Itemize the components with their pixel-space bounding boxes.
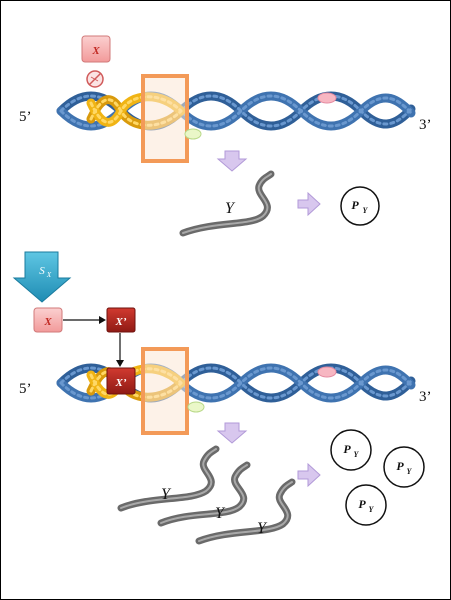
three-prime-label: 3’ bbox=[419, 117, 432, 133]
mrna-label-2: Y bbox=[215, 505, 226, 522]
svg-text:S: S bbox=[39, 265, 45, 277]
operator-box-2 bbox=[141, 347, 189, 435]
svg-text:X: X bbox=[46, 271, 52, 279]
right-arrow-icon-2 bbox=[297, 462, 321, 488]
marker-site bbox=[317, 92, 337, 104]
down-arrow-icon-2 bbox=[216, 422, 248, 444]
top-panel: X 5’ 3’ Y bbox=[19, 35, 432, 237]
promoter-site bbox=[184, 128, 202, 140]
regulator-x-inactive-2: X bbox=[33, 307, 63, 333]
mrna-label-3: Y bbox=[257, 520, 268, 537]
svg-text:X’: X’ bbox=[115, 377, 127, 389]
svg-text:Y: Y bbox=[363, 206, 369, 215]
svg-text:P: P bbox=[343, 442, 351, 456]
protein-py: P Y bbox=[340, 186, 380, 226]
down-arrow-icon bbox=[216, 150, 248, 172]
three-prime-label-2: 3’ bbox=[419, 389, 432, 405]
regulator-x-inactive: X bbox=[81, 35, 111, 63]
mrna-strands-group bbox=[117, 445, 296, 545]
protein-py-2: P Y bbox=[383, 446, 425, 488]
bottom-panel: S X X X’ 5’ 3’ bbox=[12, 251, 432, 545]
protein-py-1: P Y bbox=[330, 429, 372, 471]
promoter-site-2 bbox=[187, 401, 205, 413]
svg-text:P: P bbox=[358, 497, 366, 511]
right-arrow-icon bbox=[297, 191, 321, 217]
regulator-x-active: X’ bbox=[106, 307, 136, 333]
svg-text:Y: Y bbox=[407, 467, 413, 476]
dna-helix bbox=[56, 91, 416, 131]
prohibited-icon bbox=[86, 70, 104, 88]
regulator-x-label: X bbox=[91, 45, 100, 57]
signal-arrow-icon: S X bbox=[12, 251, 72, 303]
svg-text:Y: Y bbox=[354, 450, 360, 459]
mrna-label: Y bbox=[225, 200, 236, 217]
svg-text:P: P bbox=[351, 198, 359, 212]
marker-site-2 bbox=[317, 366, 337, 378]
svg-text:X’: X’ bbox=[115, 316, 127, 328]
svg-text:P: P bbox=[396, 459, 404, 473]
svg-text:X: X bbox=[43, 316, 52, 328]
operator-box bbox=[141, 74, 189, 163]
mrna-label-1: Y bbox=[161, 486, 172, 503]
regulator-x-active-bound: X’ bbox=[106, 367, 136, 395]
protein-py-3: P Y bbox=[345, 484, 387, 526]
svg-text:Y: Y bbox=[369, 505, 375, 514]
five-prime-label: 5’ bbox=[19, 109, 32, 125]
five-prime-label-2: 5’ bbox=[19, 381, 32, 397]
